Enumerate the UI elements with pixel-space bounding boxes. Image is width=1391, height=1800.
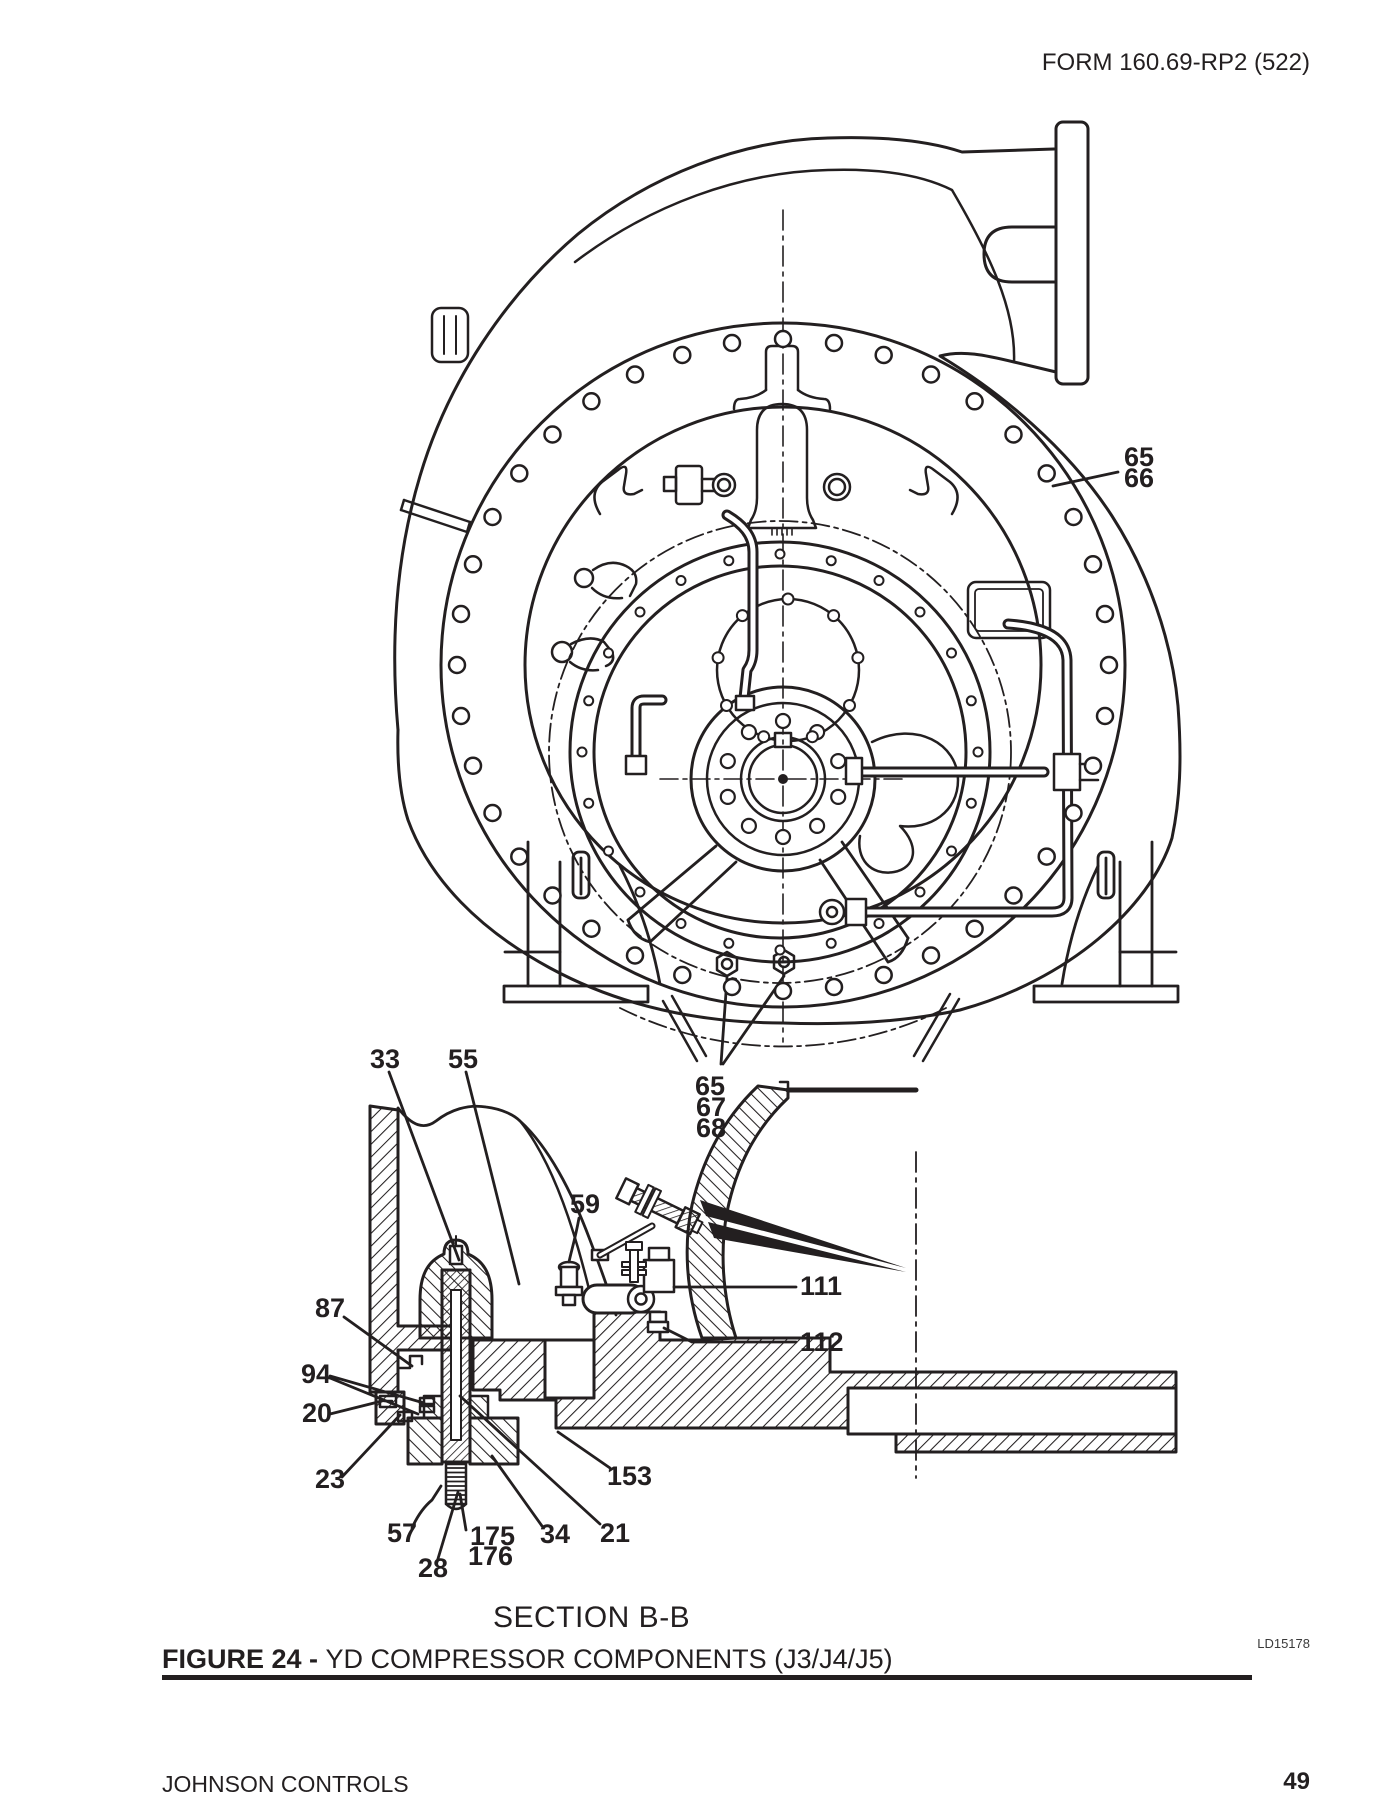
volute-outline bbox=[393, 136, 1056, 732]
footer-rule bbox=[162, 1675, 1252, 1680]
section-label: SECTION B-B bbox=[493, 1601, 691, 1634]
callout-87: 87 bbox=[315, 1293, 345, 1323]
callout-175: 175 bbox=[470, 1521, 515, 1551]
bottom-dash-arc bbox=[619, 1007, 947, 1048]
main-view-drawing bbox=[393, 120, 1182, 1066]
callout-176: 176 bbox=[468, 1541, 513, 1571]
figure-number: FIGURE 24 - bbox=[162, 1644, 326, 1674]
section-float-valve bbox=[581, 1246, 676, 1334]
callout-59: 59 bbox=[570, 1189, 600, 1219]
section-link-bolt bbox=[621, 1241, 647, 1283]
figure-title: YD COMPRESSOR COMPONENTS (J3/J4/J5) bbox=[325, 1644, 893, 1674]
page-number: 49 bbox=[1283, 1768, 1310, 1795]
callout-20: 20 bbox=[302, 1398, 332, 1428]
callout-55: 55 bbox=[448, 1044, 478, 1074]
callout-34: 34 bbox=[540, 1519, 570, 1549]
nameplate bbox=[966, 580, 1052, 640]
main-flange-inner bbox=[523, 405, 1043, 925]
section-slab-gap bbox=[543, 1338, 596, 1400]
section-block-left bbox=[406, 1416, 444, 1466]
pointer-wedge-2 bbox=[708, 1222, 906, 1272]
casing-lug bbox=[430, 306, 470, 364]
discharge-flange bbox=[1054, 120, 1090, 386]
discharge-flange-lug bbox=[982, 225, 1058, 284]
mounting-feet bbox=[502, 840, 1180, 1004]
section-part-59 bbox=[554, 1260, 584, 1307]
volute-inner-wall bbox=[573, 168, 1016, 364]
callout-57: 57 bbox=[387, 1518, 417, 1548]
callout-112: 112 bbox=[800, 1327, 844, 1357]
drawing-code: LD15178 bbox=[1257, 1636, 1310, 1651]
eye-bolt bbox=[662, 464, 737, 506]
section-slab-bore bbox=[846, 1386, 1178, 1436]
inlet-guide bbox=[732, 344, 832, 536]
casing-bolts bbox=[715, 948, 796, 978]
section-leaders bbox=[328, 1070, 798, 1564]
cast-web bbox=[858, 732, 960, 874]
section-diagonal-stud bbox=[615, 1177, 704, 1236]
callout-65-main: 65 bbox=[1124, 442, 1154, 472]
volute-right-side bbox=[396, 351, 1182, 1026]
oil-piping bbox=[624, 509, 1100, 927]
callout-94: 94 bbox=[301, 1359, 331, 1389]
callout-66-main: 66 bbox=[1124, 463, 1154, 493]
callout-28: 28 bbox=[418, 1553, 448, 1583]
figure-caption: FIGURE 24 - YD COMPRESSOR COMPONENTS (J3… bbox=[162, 1644, 893, 1675]
callout-21: 21 bbox=[600, 1518, 630, 1548]
casting-clips bbox=[550, 465, 959, 672]
section-view-drawing bbox=[328, 1070, 1178, 1564]
split-line-strut bbox=[399, 498, 961, 1063]
footer-company: JOHNSON CONTROLS bbox=[162, 1771, 409, 1797]
callout-23: 23 bbox=[315, 1464, 345, 1494]
gauge-hole bbox=[822, 472, 852, 502]
callout-111: 111 bbox=[800, 1271, 842, 1301]
inner-ring-inner bbox=[592, 564, 968, 940]
bolt-holes bbox=[447, 329, 1119, 1001]
pointer-wedge-1 bbox=[700, 1200, 906, 1268]
callout-65-bottom: 65 bbox=[695, 1071, 725, 1101]
callout-153: 153 bbox=[607, 1461, 652, 1491]
callout-33: 33 bbox=[370, 1044, 400, 1074]
form-number: FORM 160.69-RP2 (522) bbox=[1041, 49, 1310, 76]
callout-67-bottom: 67 bbox=[696, 1092, 726, 1122]
